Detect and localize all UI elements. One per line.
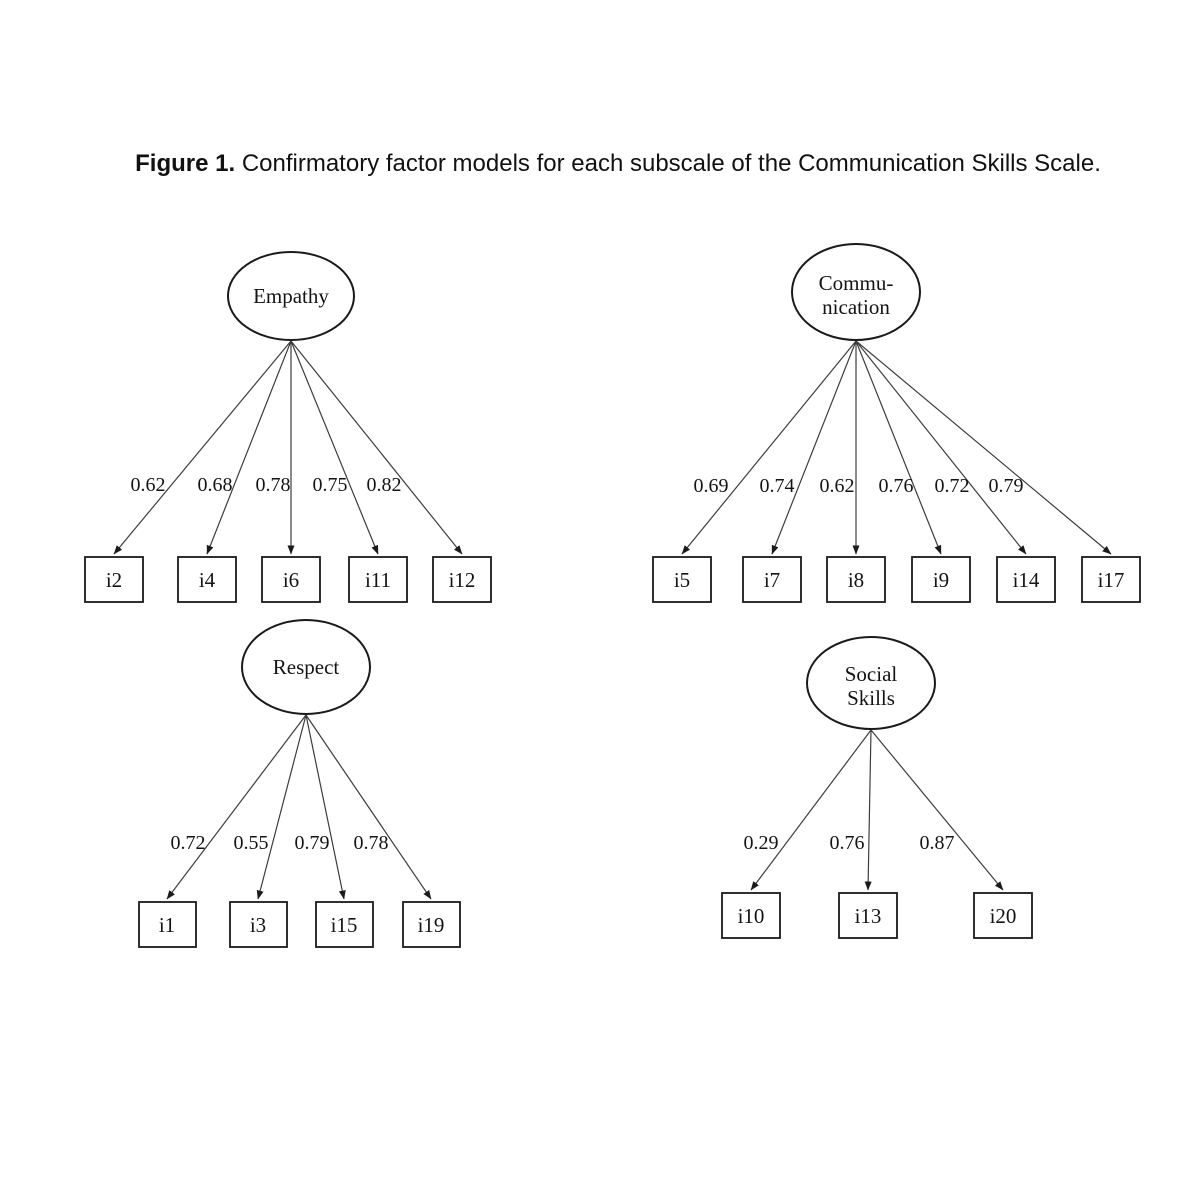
factor-label-respect: Respect: [273, 655, 340, 679]
item-label-i1: i1: [159, 913, 175, 937]
factor-label-communication-line1: Commu-: [819, 271, 894, 295]
loading-value-i9: 0.76: [879, 475, 914, 497]
loading-arrow-i7: [771, 340, 857, 555]
loading-value-i17: 0.79: [989, 475, 1024, 497]
item-label-i14: i14: [1013, 568, 1040, 592]
figure-number-label: Figure 1.: [135, 150, 236, 177]
item-label-i17: i17: [1098, 568, 1125, 592]
loading-value-i10: 0.29: [744, 832, 779, 854]
loading-value-i1: 0.72: [171, 832, 206, 854]
factor-label-empathy: Empathy: [253, 284, 329, 308]
loading-value-i12: 0.82: [367, 474, 402, 496]
loading-value-i19: 0.78: [354, 832, 389, 854]
loading-arrow-i17: [855, 340, 1112, 555]
item-label-i9: i9: [933, 568, 949, 592]
item-box-i17: [1081, 556, 1141, 603]
loading-arrow-i10: [750, 729, 872, 891]
loading-value-i3: 0.55: [234, 832, 269, 854]
item-label-i13: i13: [855, 904, 882, 928]
item-box-i4: [177, 556, 237, 603]
loading-value-i4: 0.68: [198, 474, 233, 496]
item-box-i11: [348, 556, 408, 603]
item-box-i2: [84, 556, 144, 603]
item-label-i7: i7: [764, 568, 780, 592]
factor-ellipse-social-skills: [806, 636, 936, 730]
item-label-i4: i4: [199, 568, 216, 592]
item-label-i5: i5: [674, 568, 690, 592]
loading-arrow-i3: [256, 714, 307, 900]
loading-value-i8: 0.62: [820, 475, 855, 497]
factor-ellipse-communication: [791, 243, 921, 341]
item-label-i11: i11: [365, 568, 391, 592]
loading-value-i20: 0.87: [920, 832, 955, 854]
loading-arrow-i1: [166, 714, 307, 900]
factor-label-social-skills-line2: Skills: [847, 686, 895, 710]
factor-label-social-skills-line1: Social: [845, 662, 898, 686]
model-respect: Respect 0.72 0.55 0.79 0.78 i1 i3 i15 i1…: [138, 619, 461, 948]
model-empathy: Empathy 0.62 0.68 0.78 0.75 0.82 i2 i4 i…: [84, 251, 492, 603]
item-label-i19: i19: [418, 913, 445, 937]
item-box-i13: [838, 892, 898, 939]
item-label-i6: i6: [283, 568, 299, 592]
loading-arrow-i15: [305, 714, 346, 900]
loading-arrow-i20: [870, 729, 1004, 891]
loading-arrow-i9: [855, 340, 942, 555]
loading-arrow-i13: [864, 729, 872, 891]
model-social-skills: Social Skills 0.29 0.76 0.87 i10 i13 i20: [721, 636, 1033, 939]
loading-value-i5: 0.69: [694, 475, 729, 497]
item-box-i1: [138, 901, 197, 948]
figure-caption: Figure 1. Confirmatory factor models for…: [36, 150, 1200, 178]
item-label-i2: i2: [106, 568, 122, 592]
item-label-i20: i20: [990, 904, 1017, 928]
loading-arrow-i11: [290, 340, 379, 555]
item-box-i12: [432, 556, 492, 603]
loading-arrow-i12: [290, 340, 463, 555]
item-label-i15: i15: [331, 913, 358, 937]
loading-value-i15: 0.79: [295, 832, 330, 854]
loading-value-i13: 0.76: [830, 832, 865, 854]
model-communication: Commu- nication 0.69 0.74 0.62 0.76 0.72…: [652, 243, 1141, 603]
item-box-i3: [229, 901, 288, 948]
item-box-i5: [652, 556, 712, 603]
factor-ellipse-respect: [241, 619, 371, 715]
loading-arrow-i5: [681, 340, 857, 555]
loading-arrow-i2: [113, 340, 292, 555]
item-box-i14: [996, 556, 1056, 603]
item-box-i20: [973, 892, 1033, 939]
loading-value-i11: 0.75: [313, 474, 348, 496]
item-label-i8: i8: [848, 568, 864, 592]
item-label-i12: i12: [449, 568, 476, 592]
item-box-i15: [315, 901, 374, 948]
figure-caption-text: Confirmatory factor models for each subs…: [235, 150, 1101, 177]
item-box-i19: [402, 901, 461, 948]
factor-ellipse-empathy: [227, 251, 355, 341]
loading-value-i14: 0.72: [935, 475, 970, 497]
item-box-i8: [826, 556, 886, 603]
factor-label-communication-line2: nication: [822, 295, 890, 319]
loading-arrow-i4: [206, 340, 292, 555]
loading-arrow-i19: [305, 714, 432, 900]
item-box-i10: [721, 892, 781, 939]
item-box-i9: [911, 556, 971, 603]
loading-value-i2: 0.62: [131, 474, 166, 496]
loading-value-i6: 0.78: [256, 474, 291, 496]
item-label-i10: i10: [738, 904, 765, 928]
item-label-i3: i3: [250, 913, 266, 937]
loading-arrow-i14: [855, 340, 1027, 555]
item-box-i6: [261, 556, 321, 603]
loading-value-i7: 0.74: [760, 475, 795, 497]
item-box-i7: [742, 556, 802, 603]
